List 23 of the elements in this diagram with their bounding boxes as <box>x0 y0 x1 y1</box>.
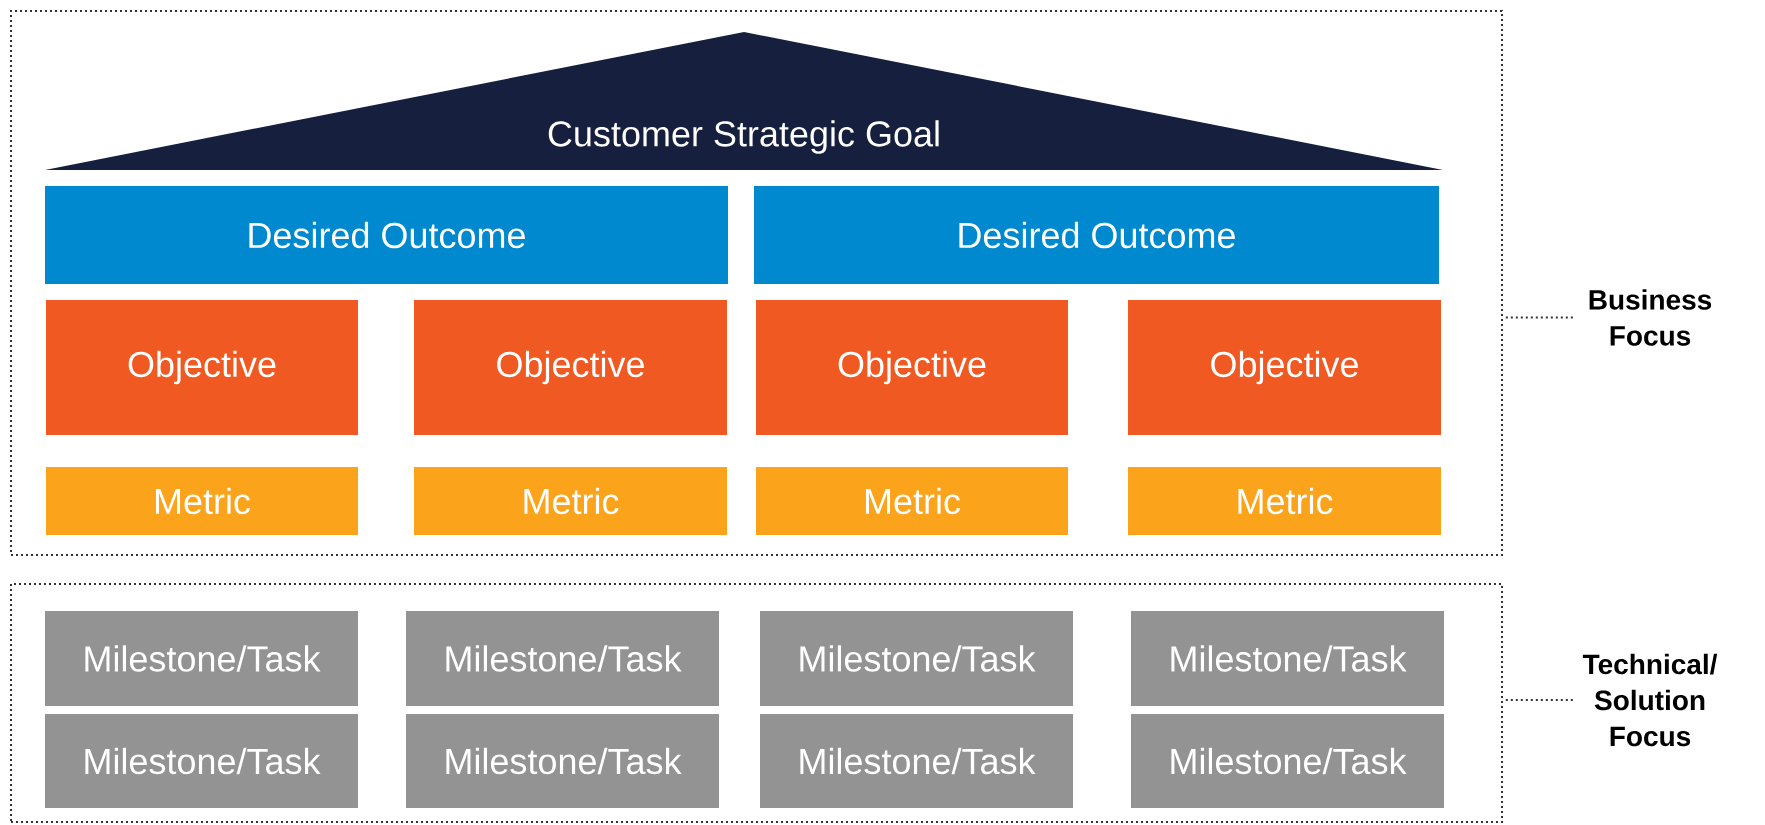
metric-box: Metric <box>1128 467 1441 535</box>
task-box: Milestone/Task <box>406 714 719 808</box>
metric-box: Metric <box>414 467 727 535</box>
outcome-box: Desired Outcome <box>45 186 728 284</box>
roof-triangle: Customer Strategic Goal <box>45 32 1443 170</box>
task-box: Milestone/Task <box>45 611 358 706</box>
dotted-frame <box>10 583 1503 823</box>
focus-label: Technical/ Solution Focus <box>1582 653 1718 747</box>
task-box: Milestone/Task <box>406 611 719 706</box>
focus-label: Business Focus <box>1589 289 1712 346</box>
dotted-frame <box>10 10 1503 556</box>
objective-box: Objective <box>414 300 727 435</box>
task-box: Milestone/Task <box>1131 611 1444 706</box>
task-box: Milestone/Task <box>45 714 358 808</box>
objective-box: Objective <box>1128 300 1441 435</box>
task-box: Milestone/Task <box>760 611 1073 706</box>
task-box: Milestone/Task <box>760 714 1073 808</box>
metric-box: Metric <box>756 467 1068 535</box>
metric-box: Metric <box>46 467 358 535</box>
outcome-box: Desired Outcome <box>754 186 1439 284</box>
objective-box: Objective <box>756 300 1068 435</box>
task-box: Milestone/Task <box>1131 714 1444 808</box>
objective-box: Objective <box>46 300 358 435</box>
